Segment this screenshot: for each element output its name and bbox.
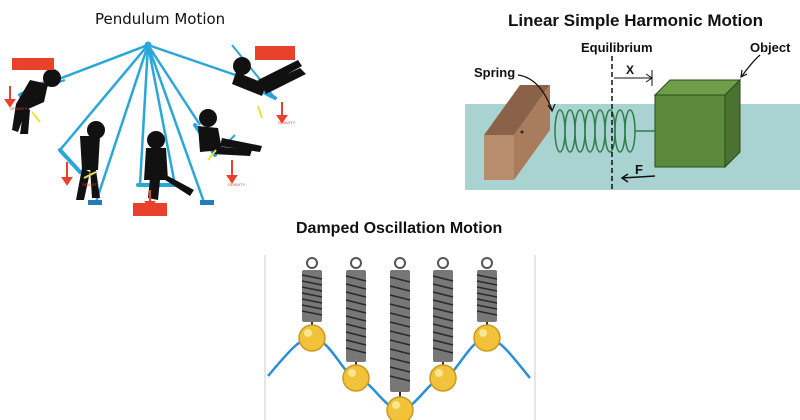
damped-diagram [264,255,536,420]
equilibrium-label: Equilibrium [581,40,653,55]
shm-title: Linear Simple Harmonic Motion [508,11,764,30]
spring-coil [554,109,655,153]
spring-label: Spring [474,65,515,80]
object-label: Object [750,40,791,55]
oscillating-masses [298,324,501,420]
pendulum-label-boxes [12,46,295,216]
pendulum-diagram: GRAVITY GRAVITY GRAVITY GRAVITY [4,41,306,216]
gravity-label-1: GRAVITY [10,106,28,111]
damped-title: Damped Oscillation Motion [296,220,503,237]
gravity-label-4: GRAVITY [278,120,296,125]
pendulum-title: Pendulum Motion [95,10,226,28]
spring-wall [484,85,550,180]
force-label: F [635,162,643,177]
gravity-label-3: GRAVITY [228,182,246,187]
shm-diagram: Equilibrium Object Spring X F [465,40,800,190]
damped-springs [301,257,498,400]
ground-base-left [88,200,102,205]
child-silhouettes [12,57,306,200]
pivot-point [144,41,152,49]
object-block [653,78,742,169]
x-label: X [626,63,634,77]
ground-base-right [200,200,214,205]
gravity-label-2: GRAVITY [82,182,100,187]
